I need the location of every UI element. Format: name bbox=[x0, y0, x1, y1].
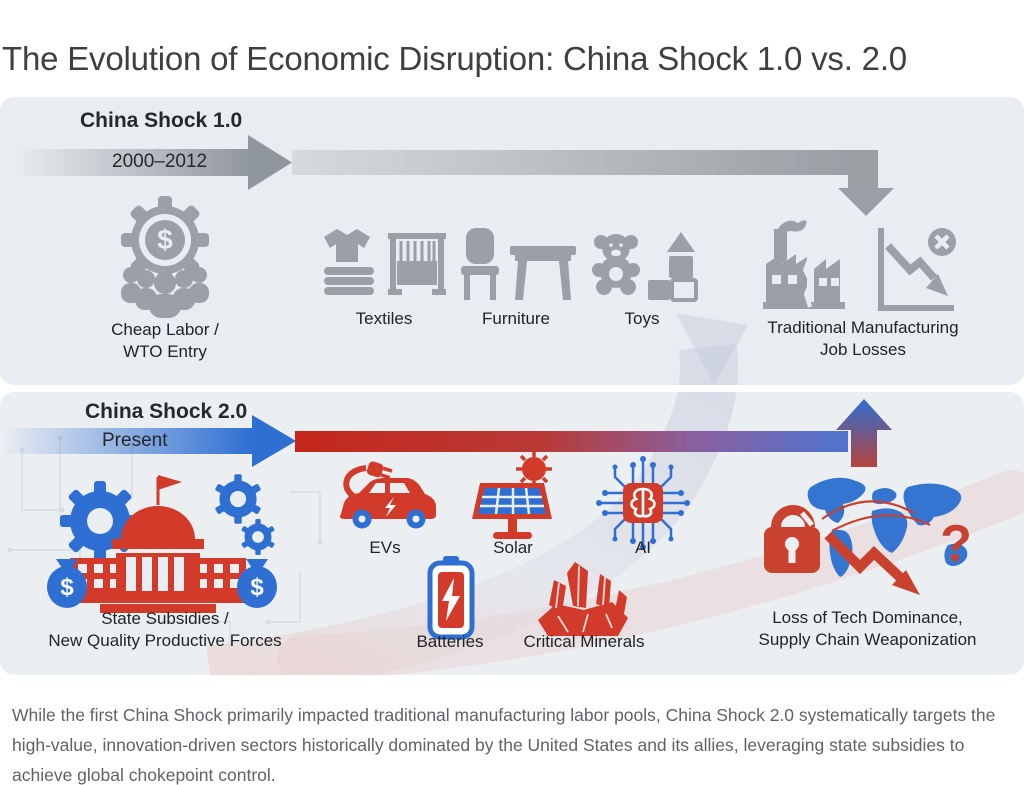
critical-minerals-icon bbox=[538, 562, 628, 636]
textiles-icon bbox=[324, 229, 446, 295]
battery-icon bbox=[427, 556, 475, 640]
solar-icon bbox=[472, 451, 552, 539]
shock1-sector-furniture-label: Furniture bbox=[481, 309, 551, 328]
shock1-sector-textiles-label: Textiles bbox=[355, 309, 413, 328]
shock2-sector-ai-label: AI bbox=[634, 538, 652, 557]
ev-icon bbox=[340, 461, 436, 529]
dollar-glyph: $ bbox=[157, 224, 173, 255]
shock1-period: 2000–2012 bbox=[112, 151, 208, 172]
shock1-arrow-bar bbox=[292, 150, 848, 175]
shock1-sector-toys-label: Toys bbox=[624, 309, 660, 328]
dollar-glyph: $ bbox=[250, 574, 264, 601]
declining-chart-icon bbox=[878, 228, 956, 311]
toys-icon bbox=[592, 232, 698, 302]
shock1-down-arrow bbox=[838, 150, 894, 216]
question-glyph: ? bbox=[940, 515, 972, 573]
broken-factory-icon bbox=[763, 220, 845, 309]
state-subsidies-icon: $ $ bbox=[47, 474, 277, 613]
shock2-cause-label: State Subsidies /New Quality Productive … bbox=[48, 609, 282, 651]
dollar-glyph: $ bbox=[60, 574, 74, 601]
shock2-up-arrow bbox=[836, 399, 892, 467]
shock1-arrow-tail bbox=[16, 149, 252, 176]
page-title: The Evolution of Economic Disruption: Ch… bbox=[2, 40, 907, 77]
furniture-icon bbox=[461, 228, 576, 300]
shock2-sector-batteries-label: Batteries bbox=[416, 632, 484, 651]
shock2-period: Present bbox=[102, 430, 168, 451]
shock2-outcome-label: Loss of Tech Dominance,Supply Chain Weap… bbox=[758, 608, 977, 650]
cheap-labor-icon: $ bbox=[121, 196, 209, 318]
band-gap bbox=[0, 385, 1024, 392]
caption-text: While the first China Shock primarily im… bbox=[12, 705, 996, 785]
shock2-sector-minerals-label: Critical Minerals bbox=[523, 632, 645, 651]
shock1-heading: China Shock 1.0 bbox=[80, 109, 243, 132]
shock2-heading: China Shock 2.0 bbox=[85, 400, 248, 423]
tech-dominance-loss-icon: ? bbox=[764, 477, 972, 595]
shock1-cause-label: Cheap Labor /WTO Entry bbox=[111, 320, 219, 362]
shock2-arrow-bar bbox=[295, 431, 848, 452]
